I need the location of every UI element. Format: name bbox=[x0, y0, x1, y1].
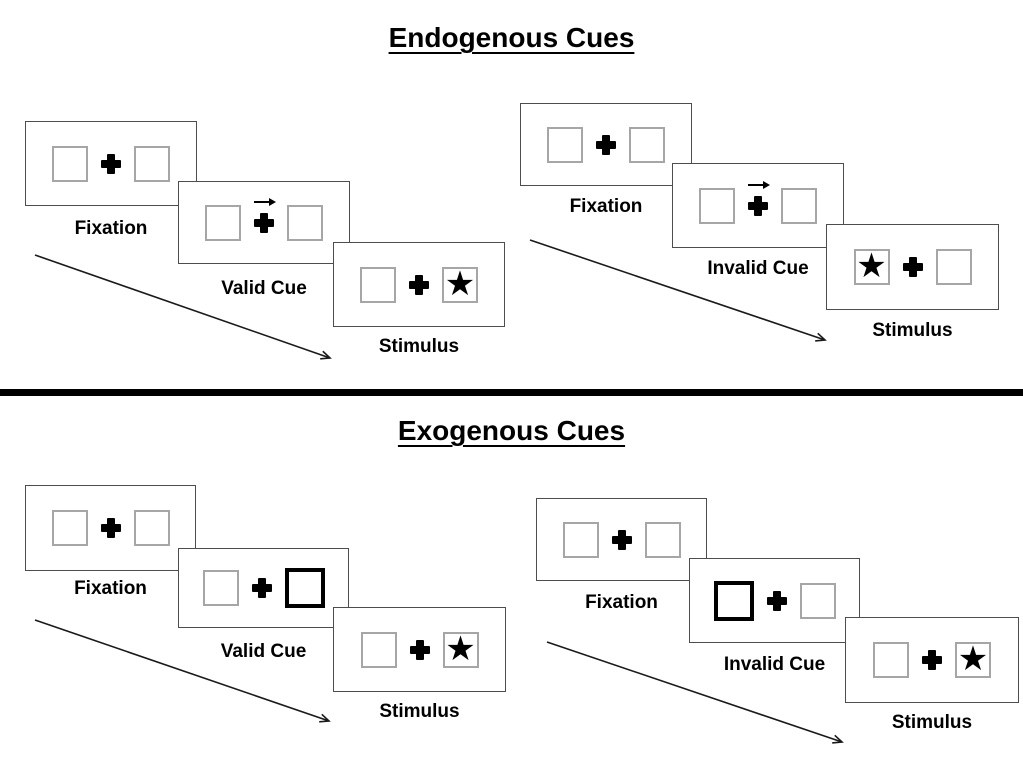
left-box bbox=[360, 266, 396, 303]
fixation-cross-icon bbox=[409, 274, 429, 295]
timeline-arrow-exogenous-valid bbox=[34, 619, 331, 723]
fixation-label: Fixation bbox=[585, 592, 658, 613]
fixation-cross-icon bbox=[596, 134, 616, 155]
right-box bbox=[133, 510, 170, 546]
stimulus-label: Stimulus bbox=[378, 336, 460, 357]
fixation-label: Fixation bbox=[74, 578, 147, 599]
left-box bbox=[360, 631, 397, 668]
fixation-screen bbox=[520, 103, 692, 186]
timeline-arrow-endogenous-invalid bbox=[529, 239, 827, 342]
left-box bbox=[51, 510, 88, 546]
left-box bbox=[52, 145, 88, 182]
cue-screen bbox=[672, 163, 844, 248]
fixation-cross-icon bbox=[748, 195, 768, 216]
cue-label: Invalid Cue bbox=[723, 654, 826, 675]
stimulus-label: Stimulus bbox=[891, 712, 973, 733]
left-box bbox=[699, 187, 735, 224]
cue-screen bbox=[178, 181, 350, 264]
right-box bbox=[781, 187, 817, 224]
fixation-cross-icon bbox=[409, 639, 430, 660]
left-box bbox=[202, 570, 239, 606]
stimulus-label: Stimulus bbox=[379, 701, 460, 722]
cue-screen bbox=[689, 558, 860, 643]
stimulus-screen: ★ bbox=[333, 607, 506, 692]
star-icon: ★ bbox=[957, 640, 989, 678]
right-arrow-icon bbox=[748, 180, 770, 189]
section-title-exogenous: Exogenous Cues bbox=[397, 415, 626, 446]
fixation-cross-icon bbox=[100, 518, 121, 538]
fixation-cross-icon bbox=[766, 590, 787, 611]
left-box bbox=[547, 126, 583, 163]
stimulus-screen: ★ bbox=[826, 224, 999, 310]
fixation-screen bbox=[25, 485, 196, 571]
star-icon: ★ bbox=[856, 247, 887, 285]
left-box: ★ bbox=[853, 247, 890, 285]
right-box: ★ bbox=[442, 629, 479, 668]
right-box bbox=[629, 126, 665, 163]
fixation-screen bbox=[25, 121, 197, 206]
right-box bbox=[134, 145, 170, 182]
fixation-cross-icon bbox=[922, 650, 942, 670]
left-box bbox=[205, 204, 241, 241]
stimulus-screen: ★ bbox=[333, 242, 505, 327]
right-box: ★ bbox=[442, 264, 478, 303]
section-divider bbox=[0, 389, 1023, 396]
right-arrow-icon bbox=[254, 197, 276, 206]
fixation-cross-icon bbox=[902, 257, 923, 277]
fixation-cross-icon bbox=[254, 212, 274, 233]
stimulus-screen: ★ bbox=[845, 617, 1019, 703]
left-box-highlighted-cue bbox=[713, 580, 754, 621]
right-box bbox=[935, 249, 972, 285]
right-box bbox=[799, 582, 836, 619]
right-box: ★ bbox=[955, 642, 991, 678]
section-title-endogenous: Endogenous Cues bbox=[388, 22, 635, 53]
cue-label: Invalid Cue bbox=[707, 258, 809, 279]
fixation-cross-icon bbox=[101, 153, 121, 174]
stimulus-label: Stimulus bbox=[872, 320, 953, 341]
left-box bbox=[873, 642, 909, 678]
cue-label: Valid Cue bbox=[220, 641, 307, 662]
cue-screen bbox=[178, 548, 349, 628]
fixation-label: Fixation bbox=[74, 218, 148, 239]
left-box bbox=[562, 521, 599, 558]
fixation-cross-icon bbox=[251, 578, 272, 598]
right-box bbox=[644, 521, 681, 558]
fixation-screen bbox=[536, 498, 707, 581]
star-icon: ★ bbox=[444, 264, 476, 303]
star-icon: ★ bbox=[445, 629, 476, 668]
right-box-highlighted-cue bbox=[284, 568, 325, 608]
timeline-arrow-endogenous-valid bbox=[34, 254, 332, 360]
cue-label: Valid Cue bbox=[221, 278, 307, 299]
fixation-label: Fixation bbox=[569, 196, 643, 217]
fixation-cross-icon bbox=[611, 529, 632, 550]
right-box bbox=[287, 204, 323, 241]
